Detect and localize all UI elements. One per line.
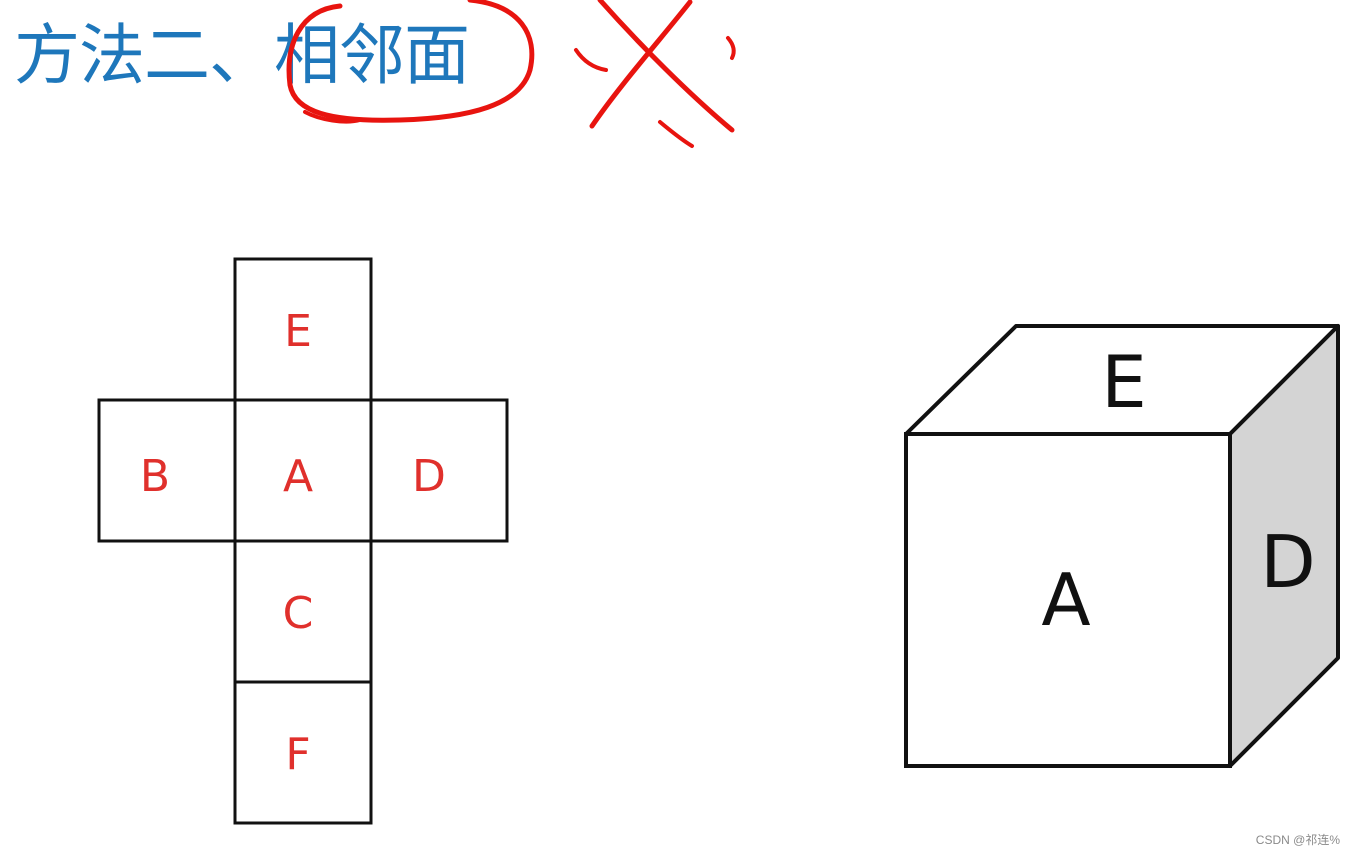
cube-front-face <box>904 432 1232 768</box>
net-label-a: A <box>283 451 313 502</box>
cube-top-label: E <box>1101 340 1147 424</box>
net-label-e: E <box>284 306 312 357</box>
cube-right-label: D <box>1260 520 1315 604</box>
net-label-c: C <box>283 588 314 639</box>
cube-front-label: A <box>1041 558 1090 642</box>
net-label-b: B <box>140 451 170 502</box>
net-label-f: F <box>285 729 310 780</box>
folded-cube: E A D <box>904 324 1340 768</box>
net-face-d <box>369 398 509 543</box>
cube-net: E B A D C F <box>97 257 509 825</box>
net-label-d: D <box>412 451 446 502</box>
watermark: CSDN @祁连% <box>1255 833 1340 847</box>
net-face-f <box>233 680 373 825</box>
title-prefix: 方法二、 <box>14 17 275 94</box>
